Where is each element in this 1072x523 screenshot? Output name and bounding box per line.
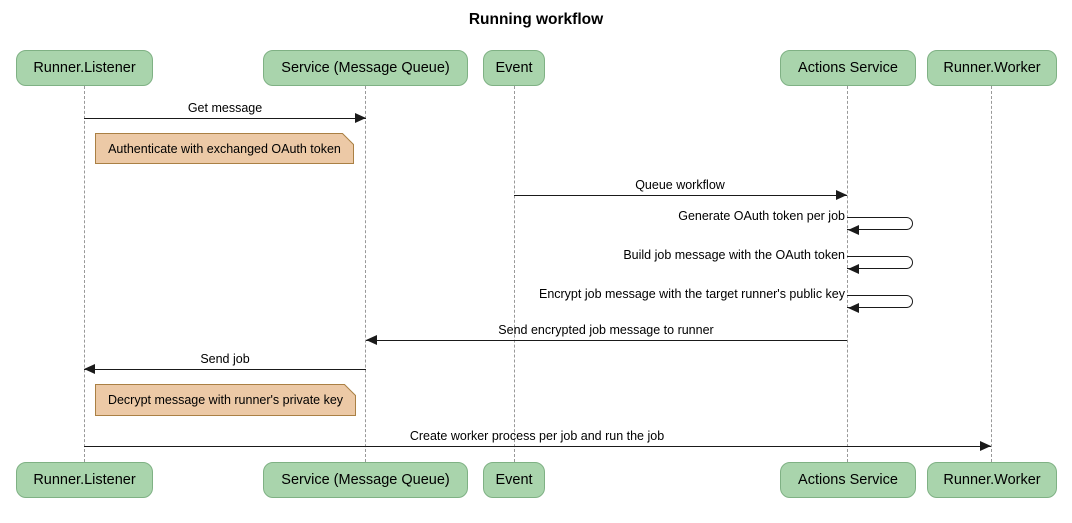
actor-label: Actions Service xyxy=(798,472,898,488)
note-text: Authenticate with exchanged OAuth token xyxy=(108,141,341,156)
arrowhead-left-icon xyxy=(366,335,377,345)
message-label-queue-workflow: Queue workflow xyxy=(635,178,725,192)
arrowhead-right-icon xyxy=(355,113,366,123)
message-line-send-job xyxy=(84,369,366,370)
actor-top-runner-listener: Runner.Listener xyxy=(16,50,153,86)
actor-bottom-service-message-queue: Service (Message Queue) xyxy=(263,462,468,498)
actor-label: Event xyxy=(495,472,533,488)
actor-bottom-actions-service: Actions Service xyxy=(780,462,916,498)
message-label-build-job-message: Build job message with the OAuth token xyxy=(623,248,845,262)
arrowhead-right-icon xyxy=(836,190,847,200)
message-label-encrypt-job-message: Encrypt job message with the target runn… xyxy=(538,287,845,301)
diagram-title: Running workflow xyxy=(468,11,604,28)
actor-bottom-runner-worker: Runner.Worker xyxy=(927,462,1057,498)
actor-label: Runner.Worker xyxy=(943,60,1041,76)
message-line-get-message xyxy=(84,118,366,119)
message-label-send-job: Send job xyxy=(200,352,250,366)
actor-label: Runner.Worker xyxy=(943,472,1041,488)
note-text: Decrypt message with runner's private ke… xyxy=(107,393,344,407)
message-label-generate-oauth-token: Generate OAuth token per job xyxy=(678,209,845,223)
lifeline-actions-service xyxy=(847,86,848,462)
arrowhead-left-icon xyxy=(84,364,95,374)
message-label-create-worker: Create worker process per job and run th… xyxy=(409,429,665,443)
self-loop-line xyxy=(847,217,913,230)
actor-top-runner-worker: Runner.Worker xyxy=(927,50,1057,86)
lifeline-event xyxy=(514,86,515,462)
self-loop-line xyxy=(847,256,913,269)
lifeline-runner-worker xyxy=(991,86,992,462)
actor-label: Runner.Listener xyxy=(33,472,136,488)
actor-label: Runner.Listener xyxy=(33,60,136,76)
message-label-get-message: Get message xyxy=(187,101,263,115)
note-fold-icon xyxy=(342,133,354,145)
actor-top-service-message-queue: Service (Message Queue) xyxy=(263,50,468,86)
actor-bottom-runner-listener: Runner.Listener xyxy=(16,462,153,498)
note-fold-icon xyxy=(344,384,356,396)
arrowhead-left-icon xyxy=(848,225,859,235)
arrowhead-right-icon xyxy=(980,441,991,451)
actor-top-event: Event xyxy=(483,50,545,86)
arrowhead-left-icon xyxy=(848,303,859,313)
actor-top-actions-service: Actions Service xyxy=(780,50,916,86)
arrowhead-left-icon xyxy=(848,264,859,274)
self-loop-line xyxy=(847,295,913,308)
actor-label: Service (Message Queue) xyxy=(281,60,450,76)
lifeline-service-message-queue xyxy=(365,86,366,462)
actor-bottom-event: Event xyxy=(483,462,545,498)
message-label-send-encrypted-job: Send encrypted job message to runner xyxy=(498,323,714,337)
lifeline-runner-listener xyxy=(84,86,85,462)
message-line-send-encrypted-job xyxy=(366,340,847,341)
message-line-queue-workflow xyxy=(514,195,847,196)
message-line-create-worker xyxy=(84,446,991,447)
actor-label: Service (Message Queue) xyxy=(281,472,450,488)
actor-label: Event xyxy=(495,60,533,76)
note-decrypt: Decrypt message with runner's private ke… xyxy=(95,384,356,416)
actor-label: Actions Service xyxy=(798,60,898,76)
note-authenticate: Authenticate with exchanged OAuth token xyxy=(95,133,354,164)
